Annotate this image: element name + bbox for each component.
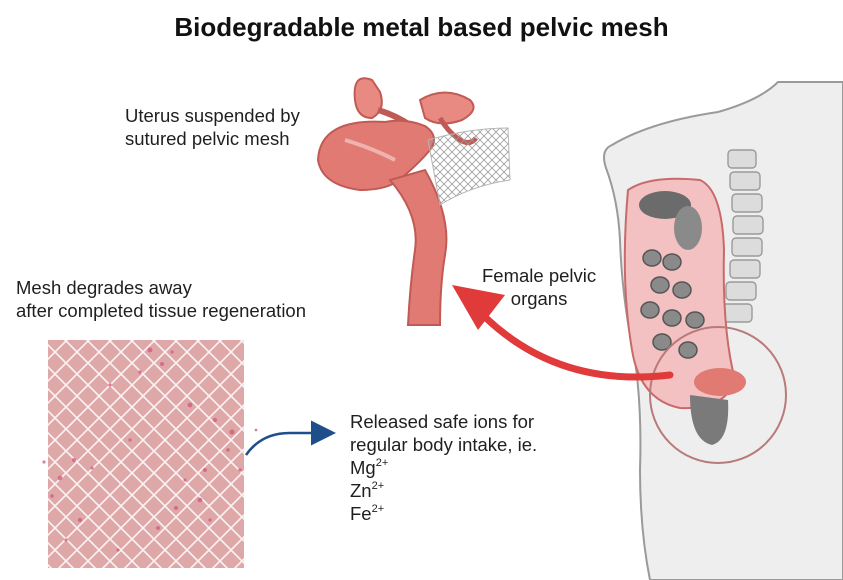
ion-fe: Fe2+: [350, 502, 537, 525]
uterus-illustration: [316, 77, 511, 326]
organs-caption-line2: organs: [510, 288, 568, 309]
female-torso-illustration: [603, 81, 843, 580]
mesh-patch-illustration: [42, 340, 258, 568]
organs-pointer-arrow: [452, 285, 674, 381]
ion-mg-symbol: Mg: [350, 457, 376, 478]
ions-caption: Released safe ions for regular body inta…: [350, 410, 537, 525]
organs-caption: Female pelvic organs: [482, 264, 596, 310]
ions-caption-line1: Released safe ions for: [350, 411, 535, 432]
uterus-caption-line2: sutured pelvic mesh: [125, 128, 290, 149]
ion-mg-charge: 2+: [375, 457, 389, 469]
ion-zn-charge: 2+: [371, 480, 385, 492]
ions-caption-line2: regular body intake, ie.: [350, 434, 538, 455]
ion-mg: Mg2+: [350, 456, 537, 479]
ion-fe-symbol: Fe: [350, 503, 372, 524]
ion-release-arrow: [244, 420, 336, 456]
ion-zn-symbol: Zn: [350, 480, 372, 501]
ion-zn: Zn2+: [350, 479, 537, 502]
ion-fe-charge: 2+: [371, 503, 385, 515]
organs-caption-line1: Female pelvic: [482, 265, 597, 286]
mesh-caption-line2: after completed tissue regeneration: [16, 300, 307, 321]
uterus-caption-line1: Uterus suspended by: [125, 105, 300, 126]
mesh-caption-line1: Mesh degrades away: [16, 277, 192, 298]
uterus-caption: Uterus suspended by sutured pelvic mesh: [125, 104, 300, 150]
mesh-caption: Mesh degrades away after completed tissu…: [16, 276, 306, 322]
diagram-title: Biodegradable metal based pelvic mesh: [174, 12, 669, 42]
